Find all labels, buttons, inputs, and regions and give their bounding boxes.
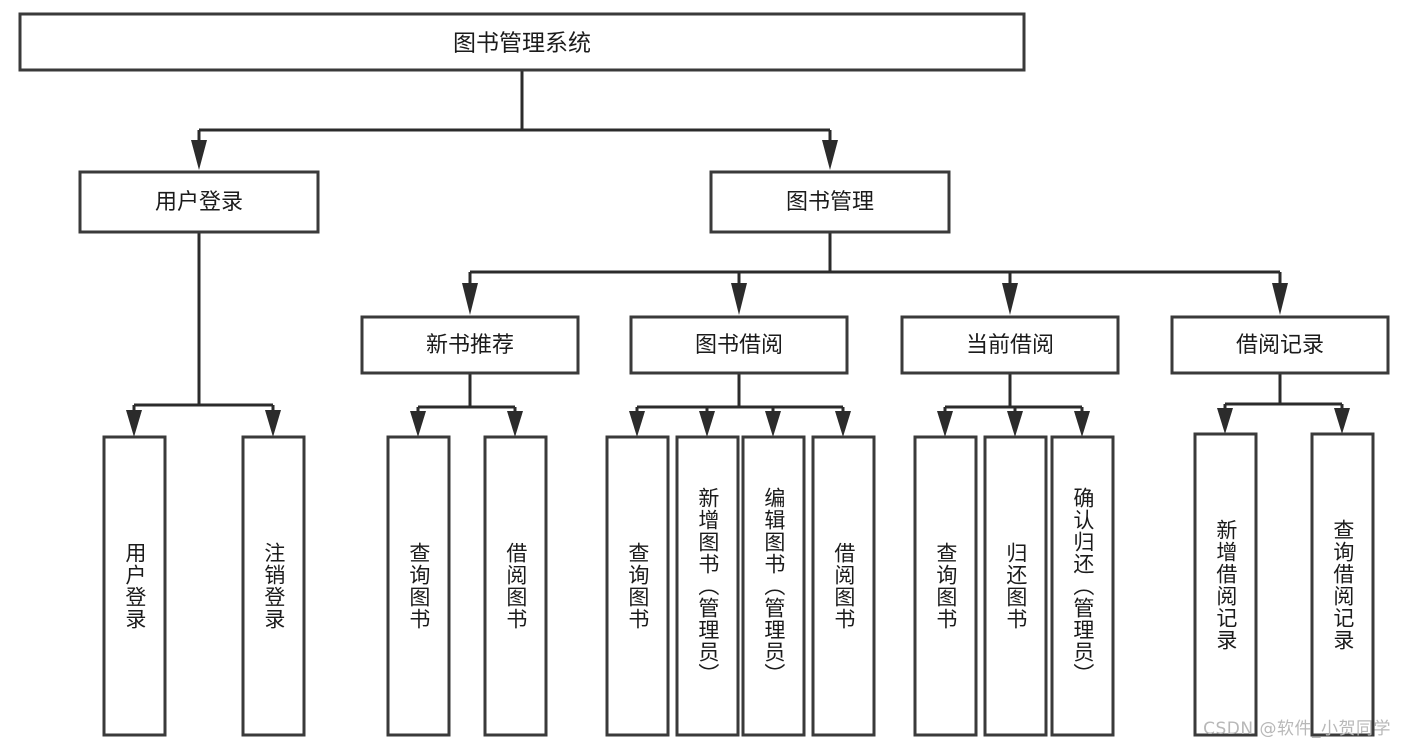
node-current-borrow[interactable]: 当前借阅 xyxy=(900,315,1120,375)
node-borrow-record-box[interactable] xyxy=(1170,315,1390,375)
arrow-head-leaf-query-book-1 xyxy=(410,411,426,437)
arrow-head-book-manage xyxy=(822,140,838,170)
node-user-login-box[interactable] xyxy=(78,170,320,234)
arrow-head-leaf-query-book-3 xyxy=(937,411,953,437)
node-user-login[interactable]: 用户登录 xyxy=(78,170,320,234)
node-current-borrow-label: 当前借阅 xyxy=(966,333,1054,358)
leaf-user-login-box[interactable] xyxy=(102,435,167,737)
node-new-book-recommend-box[interactable] xyxy=(360,315,580,375)
node-book-manage-box[interactable] xyxy=(709,170,951,234)
arrow-head-leaf-query-book-2 xyxy=(629,411,645,437)
leaf-borrow-book-2-box[interactable] xyxy=(811,435,876,737)
connectors-book-borrow-to-leaves xyxy=(629,373,851,437)
node-root-label: 图书管理系统 xyxy=(453,31,591,57)
leaf-return-book-box[interactable] xyxy=(983,435,1048,737)
csdn-watermark: CSDN @软件_小贺同学 xyxy=(1203,719,1391,739)
connectors-user-login-to-leaves xyxy=(126,232,281,437)
connectors-root-to-level2 xyxy=(191,70,838,170)
arrow-head-leaf-borrow-book-1 xyxy=(507,411,523,437)
arrow-head-leaf-user-logout xyxy=(265,410,281,437)
arrow-head-current-borrow xyxy=(1002,283,1018,315)
node-new-book-recommend-label: 新书推荐 xyxy=(426,333,514,358)
arrow-head-leaf-user-login xyxy=(126,410,142,437)
connectors-borrow-record-to-leaves xyxy=(1217,373,1350,434)
node-root[interactable]: 图书管理系统 xyxy=(18,12,1026,72)
leaf-add-book-box[interactable] xyxy=(675,435,740,737)
node-book-manage-label: 图书管理 xyxy=(786,190,874,215)
connectors-current-borrow-to-leaves xyxy=(937,373,1090,437)
leaf-user-logout-box[interactable] xyxy=(241,435,306,737)
node-book-borrow[interactable]: 图书借阅 xyxy=(629,315,849,375)
leaf-boxes[interactable] xyxy=(102,432,1375,737)
leaf-query-book-1-box[interactable] xyxy=(386,435,451,737)
node-current-borrow-box[interactable] xyxy=(900,315,1120,375)
connectors-level2-to-level3 xyxy=(462,232,1288,315)
arrow-head-leaf-return-book xyxy=(1007,411,1023,437)
leaf-query-record-box[interactable] xyxy=(1310,432,1375,737)
arrow-head-user-login xyxy=(191,140,207,170)
node-book-manage[interactable]: 图书管理 xyxy=(709,170,951,234)
node-user-login-label: 用户登录 xyxy=(155,190,243,215)
leaf-confirm-return-box[interactable] xyxy=(1050,435,1115,737)
arrow-head-leaf-edit-book xyxy=(765,411,781,437)
node-root-box[interactable] xyxy=(18,12,1026,72)
node-borrow-record-label: 借阅记录 xyxy=(1236,333,1324,358)
arrow-head-leaf-confirm-return xyxy=(1074,411,1090,437)
leaf-query-book-2-box[interactable] xyxy=(605,435,670,737)
node-borrow-record[interactable]: 借阅记录 xyxy=(1170,315,1390,375)
arrow-head-new-book-recommend xyxy=(462,283,478,315)
node-book-borrow-box[interactable] xyxy=(629,315,849,375)
connectors-new-book-to-leaves xyxy=(410,373,523,437)
leaf-add-record-box[interactable] xyxy=(1193,432,1258,737)
arrow-head-borrow-record xyxy=(1272,283,1288,315)
leaf-borrow-book-1-box[interactable] xyxy=(483,435,548,737)
leaf-query-book-3-box[interactable] xyxy=(913,435,978,737)
arrow-head-leaf-add-book xyxy=(699,411,715,437)
arrow-head-leaf-add-record xyxy=(1217,408,1233,434)
arrow-head-leaf-query-record xyxy=(1334,408,1350,434)
leaf-edit-book-box[interactable] xyxy=(741,435,806,737)
node-new-book-recommend[interactable]: 新书推荐 xyxy=(360,315,580,375)
arrow-head-book-borrow xyxy=(731,283,747,315)
arrow-head-leaf-borrow-book-2 xyxy=(835,411,851,437)
node-book-borrow-label: 图书借阅 xyxy=(695,333,783,358)
